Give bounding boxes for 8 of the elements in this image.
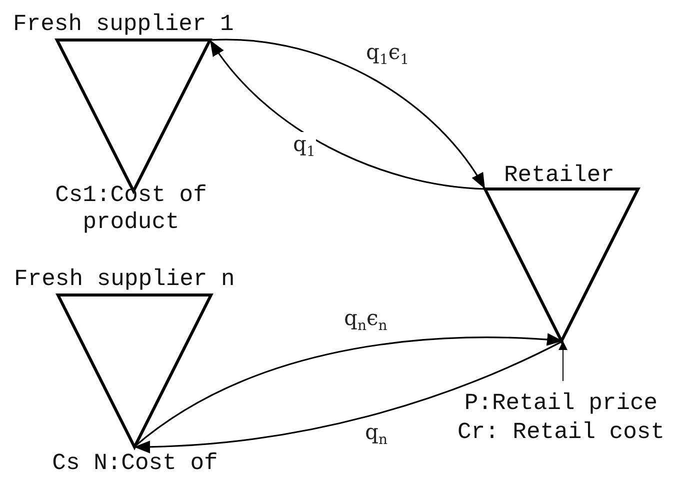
annotation-text: Cr: Retail cost (456, 419, 666, 446)
node-title: Fresh supplier 1 (13, 11, 234, 37)
leader-arrow (558, 340, 568, 382)
cost-note: Cs1:Cost of product (54, 182, 208, 236)
annotation-text: P:Retail price (463, 390, 659, 417)
node-title: Retailer (504, 162, 614, 188)
node-title: Fresh supplier n (14, 266, 235, 292)
cost-note: Cs N:Cost of (51, 450, 219, 477)
